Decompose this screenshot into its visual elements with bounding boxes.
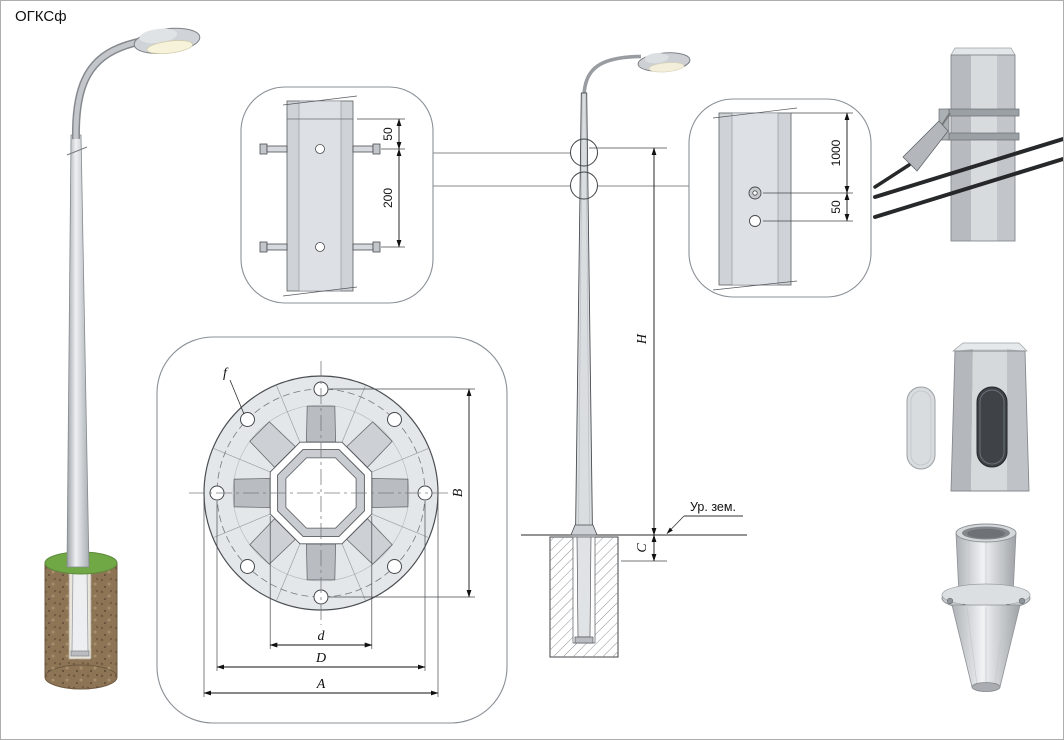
- dim-50-right-label: 50: [829, 200, 843, 214]
- hatch-render: [906, 342, 1030, 492]
- dim-B-label: B: [451, 488, 466, 497]
- pole-facet-body: [950, 54, 1016, 242]
- dim-C-label: C: [635, 543, 650, 553]
- foundation-section: [549, 536, 619, 658]
- anchor-wedge-clamp: [902, 120, 949, 172]
- dim-D-label: D: [315, 651, 326, 666]
- overhead-cables: [873, 137, 1063, 219]
- base-shoe-render: [941, 523, 1031, 692]
- dim-f-label: f: [223, 366, 229, 381]
- sheet-title: ОГКСф: [15, 8, 67, 25]
- joint-detail-panel: 50 200: [240, 86, 434, 304]
- elevation-luminaire: [637, 52, 691, 73]
- foundation-render: [44, 551, 118, 690]
- detail-circle-bolt: [570, 171, 598, 200]
- dim-d-label: d: [318, 629, 326, 644]
- detail-circle-joint: [570, 138, 598, 167]
- elevation-pole: [575, 92, 593, 536]
- detail-leader-lines: [433, 152, 689, 187]
- joint-bolts: [259, 143, 381, 253]
- clamp-band-upper: [946, 108, 1020, 117]
- pole-arm: [71, 36, 152, 140]
- cable-hole: [749, 215, 761, 227]
- hatch-opening: [976, 386, 1008, 468]
- pole-base-flare: [570, 524, 598, 536]
- dim-1000-label: 1000: [829, 139, 843, 166]
- dim-200-label: 200: [381, 188, 395, 208]
- pole-facet-body-2: [950, 350, 1030, 492]
- luminaire-lens: [146, 40, 193, 55]
- pole-shaft: [66, 134, 90, 568]
- embedded-pole: [71, 566, 89, 654]
- clamp-band-lower: [946, 132, 1020, 141]
- pole-photo-render: [44, 27, 201, 690]
- dim-50-top-label: 50: [381, 127, 395, 141]
- ground-level-label: Ур. зем.: [690, 500, 736, 514]
- elevation-arm: [582, 54, 642, 99]
- dim-A-label: A: [316, 677, 326, 692]
- hatch-cover-plate: [906, 386, 936, 470]
- bracket-cable-render: [873, 47, 1063, 242]
- flange-detail-panel: f B d D A: [156, 336, 508, 724]
- luminaire-render: [133, 27, 201, 55]
- ground-bolt-detail-panel: 1000 50: [688, 98, 872, 298]
- elevation-drawing: H Ур. зем. C: [521, 52, 747, 658]
- dim-H-label: H: [635, 333, 650, 345]
